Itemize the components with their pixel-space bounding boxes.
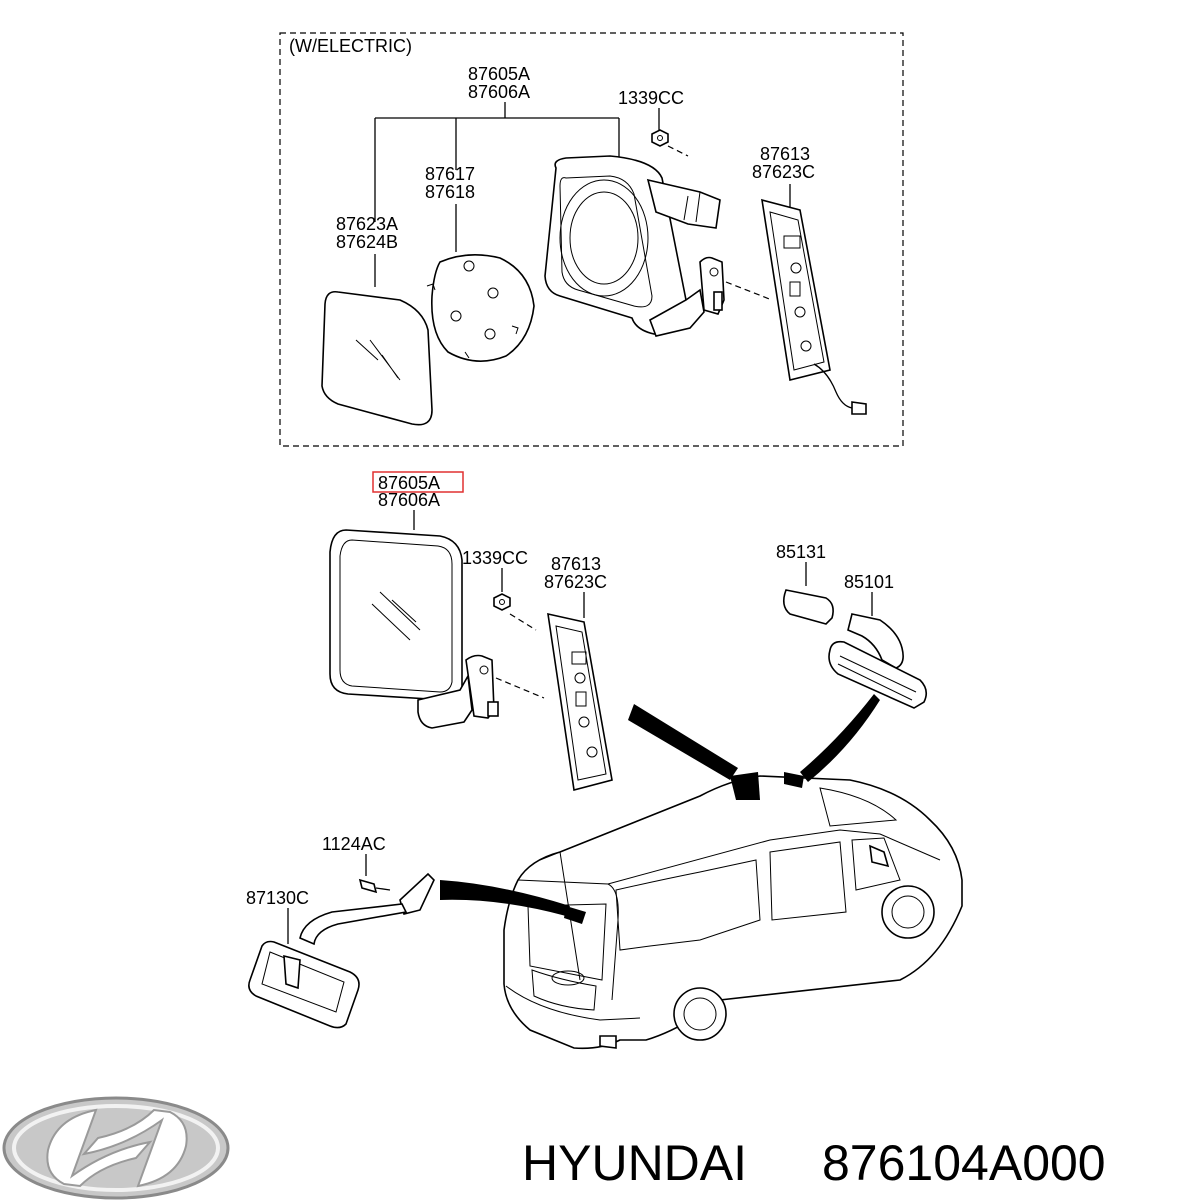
label-1124ac: 1124AC [322, 834, 386, 854]
inset-nut-1339cc [651, 129, 689, 157]
highlight-box [372, 471, 464, 493]
pointer-arrow-back-mirror [440, 880, 570, 916]
inset-actuator [426, 254, 535, 362]
inset-label-87606a: 87606A [468, 82, 530, 102]
inset-label-87623c: 87623C [752, 162, 815, 182]
part-number: 876104A000 [822, 1135, 1106, 1191]
label-85101: 85101 [844, 572, 894, 592]
label-87613: 87613 [551, 554, 601, 574]
hyundai-logo-icon [2, 1096, 230, 1200]
inside-rearview-mirror [828, 613, 928, 709]
inset-label-87624b: 87624B [336, 232, 398, 252]
main-nut-1339cc [493, 593, 537, 631]
inset-label-87617: 87617 [425, 164, 475, 184]
pointer-arrow-rear-mirror [800, 694, 880, 782]
label-87605a: 87605A [378, 473, 440, 493]
inset-label-87623a: 87623A [336, 214, 398, 234]
van-illustration [440, 694, 963, 1050]
label-85131: 85131 [776, 542, 826, 562]
inset-mirror-housing [544, 155, 773, 337]
inset-label-1339cc: 1339CC [618, 88, 684, 108]
inset-label-87605a: 87605A [468, 64, 530, 84]
inset-frame [279, 32, 904, 447]
electric-inset: (W/ELECTRIC) 87605A 87606A 1339CC 87617 … [279, 32, 904, 447]
rear-view-mirror-87130c [248, 872, 435, 1029]
inset-header: (W/ELECTRIC) [289, 36, 412, 56]
rear-mirror-section: 1124AC 87130C [246, 834, 435, 1029]
inset-label-87613: 87613 [760, 144, 810, 164]
inset-cover-87613 [761, 198, 867, 415]
label-87130c: 87130C [246, 888, 309, 908]
main-side-mirror [329, 529, 545, 729]
label-1339cc: 1339CC [462, 548, 528, 568]
inset-label-87618: 87618 [425, 182, 475, 202]
inset-mirror-glass [321, 290, 433, 426]
pointer-arrow-inside-mirror [628, 704, 738, 780]
main-mirror-section: 87605A 87606A 1339CC 87613 87623C [329, 471, 928, 792]
main-cover-87613 [547, 612, 613, 792]
rear-mirror-bolt [358, 878, 391, 894]
brand-name: HYUNDAI [522, 1135, 747, 1191]
label-87606a: 87606A [378, 490, 440, 510]
inside-mirror-pad [782, 589, 834, 625]
label-87623c: 87623C [544, 572, 607, 592]
